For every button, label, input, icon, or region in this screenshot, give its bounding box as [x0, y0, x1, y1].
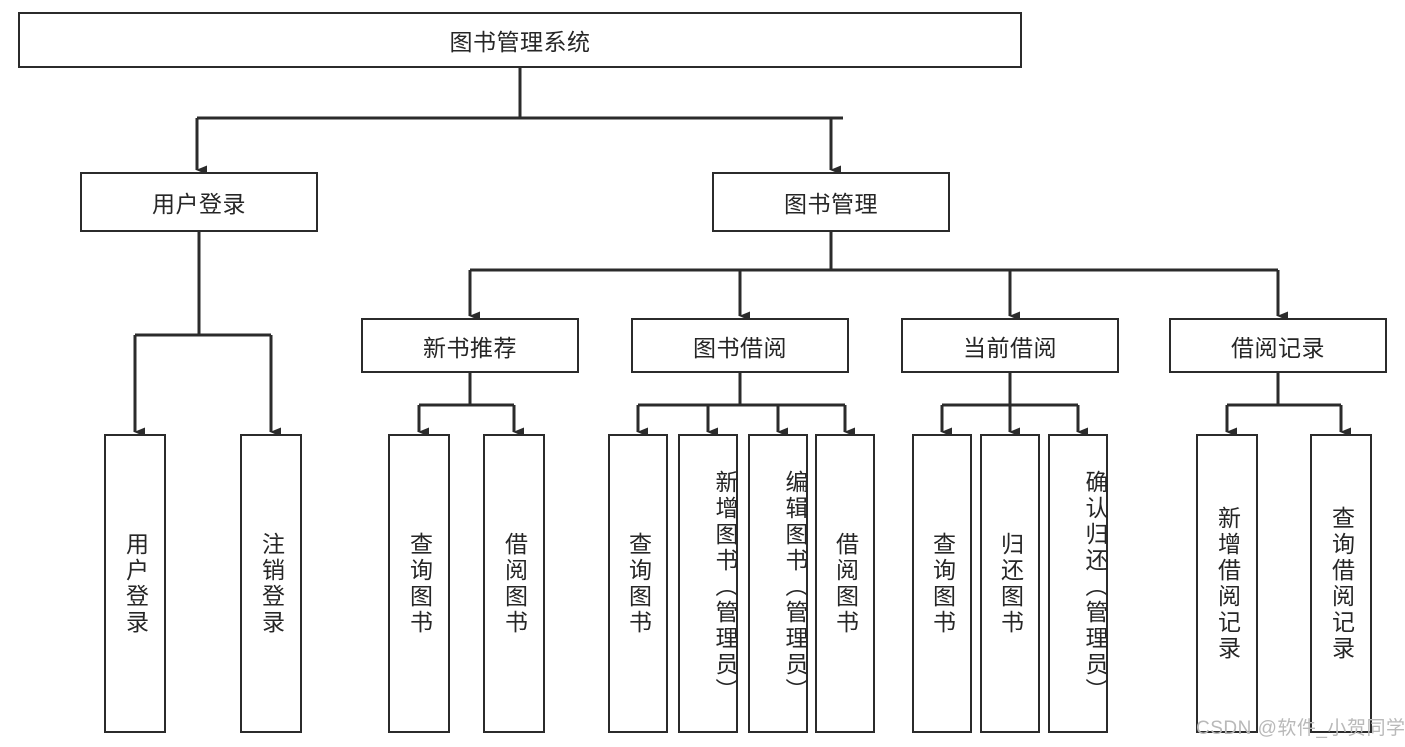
node-user-login[interactable]: 用户登录: [80, 172, 318, 232]
node-leaf-add-book-admin[interactable]: 新增图书（管理员）: [678, 434, 738, 733]
node-leaf-query-book-1[interactable]: 查询图书: [388, 434, 450, 733]
node-leaf-user-login[interactable]: 用户登录: [104, 434, 166, 733]
node-leaf-confirm-return[interactable]: 确认归还（管理员）: [1048, 434, 1108, 733]
node-new-book-recommend[interactable]: 新书推荐: [361, 318, 579, 373]
node-root-system[interactable]: 图书管理系统: [18, 12, 1022, 68]
node-leaf-query-book-3[interactable]: 查询图书: [912, 434, 972, 733]
csdn-watermark: CSDN @软件_小贺同学: [1196, 718, 1405, 739]
node-leaf-query-record[interactable]: 查询借阅记录: [1310, 434, 1372, 733]
node-book-manage[interactable]: 图书管理: [712, 172, 950, 232]
node-leaf-query-book-2[interactable]: 查询图书: [608, 434, 668, 733]
node-leaf-borrow-book-2[interactable]: 借阅图书: [815, 434, 875, 733]
node-leaf-borrow-book-1[interactable]: 借阅图书: [483, 434, 545, 733]
node-leaf-return-book[interactable]: 归还图书: [980, 434, 1040, 733]
node-book-borrow[interactable]: 图书借阅: [631, 318, 849, 373]
node-leaf-edit-book-admin[interactable]: 编辑图书（管理员）: [748, 434, 808, 733]
node-borrow-record[interactable]: 借阅记录: [1169, 318, 1387, 373]
node-current-borrow[interactable]: 当前借阅: [901, 318, 1119, 373]
node-leaf-logout[interactable]: 注销登录: [240, 434, 302, 733]
node-leaf-add-record[interactable]: 新增借阅记录: [1196, 434, 1258, 733]
